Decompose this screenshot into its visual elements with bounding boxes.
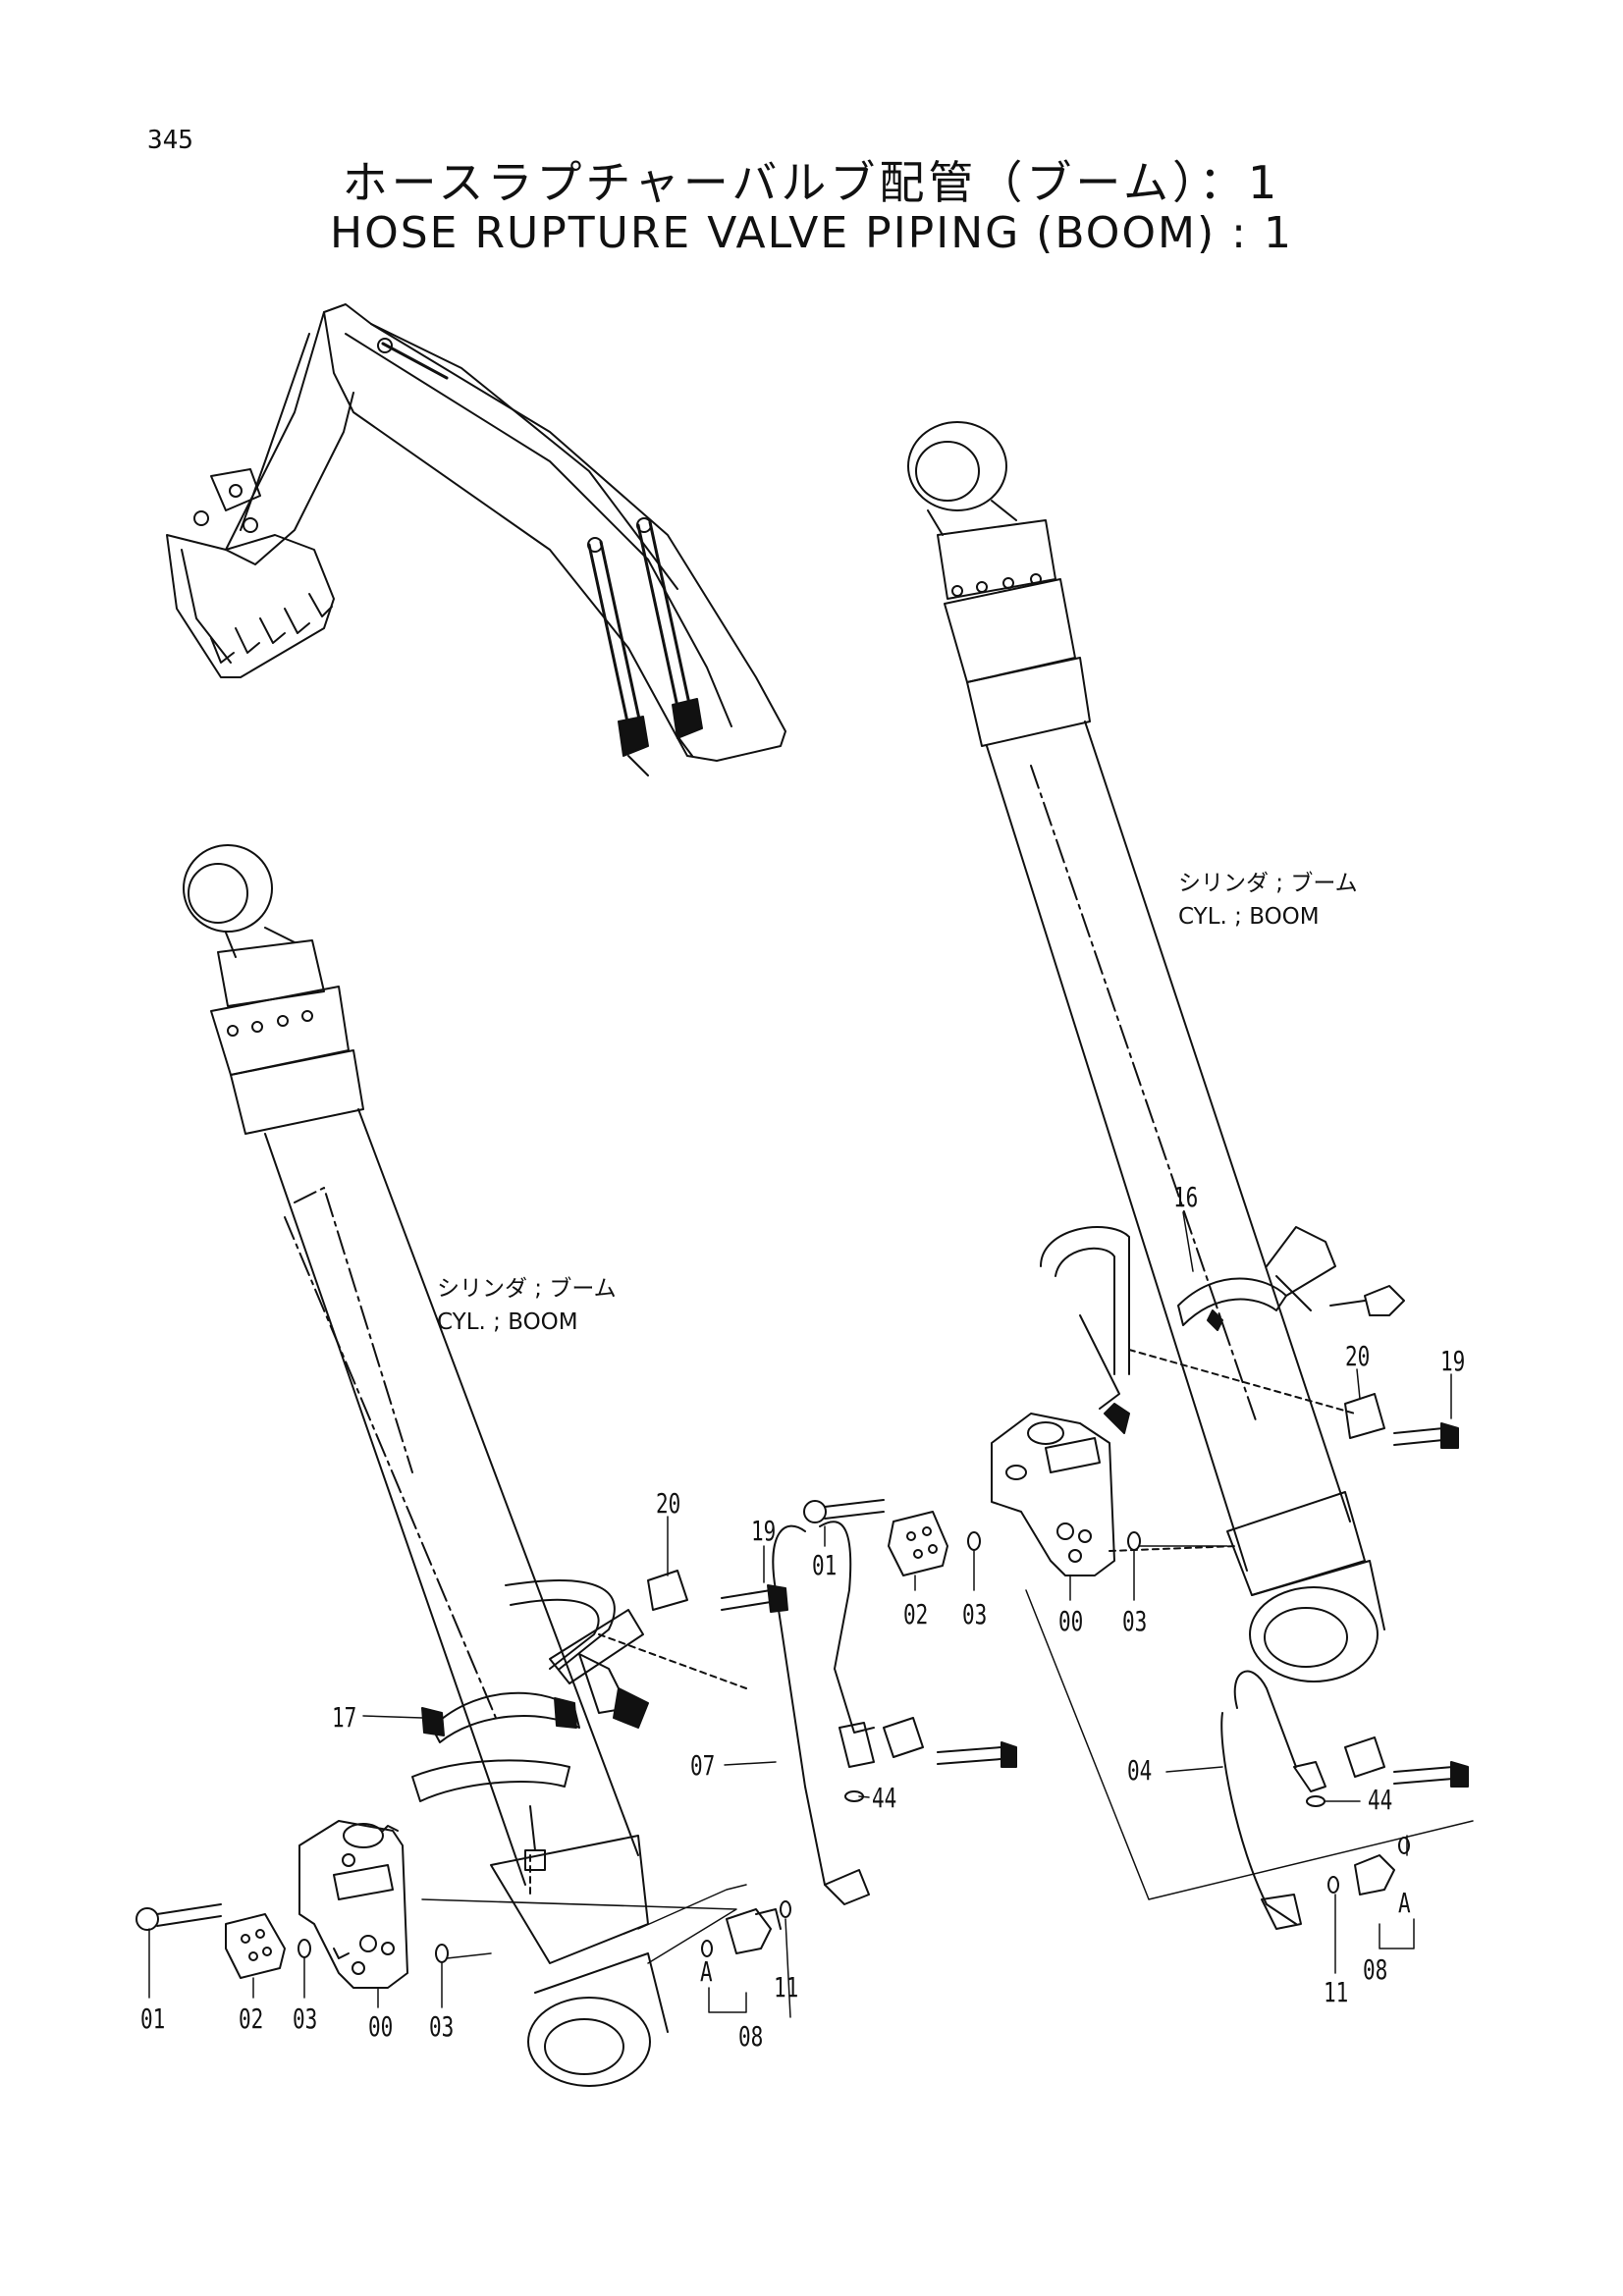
part-number-20-left: 20: [656, 1487, 681, 1520]
part-number-08-left: 08: [738, 2020, 764, 2053]
part-number-A-left: A: [700, 1955, 713, 1988]
part-number-03a-right: 03: [962, 1598, 988, 1630]
cylinder-label-left-en: CYL. ; BOOM: [437, 1309, 578, 1335]
part-number-00-right: 00: [1058, 1605, 1084, 1637]
part-number-00-left: 00: [368, 2010, 394, 2043]
part-number-03b-left: 03: [429, 2010, 455, 2043]
part-number-03a-left: 03: [293, 2002, 318, 2035]
part-number-08-right: 08: [1363, 1953, 1388, 1986]
page-number: 345: [147, 126, 193, 155]
part-number-11-right: 11: [1324, 1976, 1349, 2008]
part-number-A-right: A: [1398, 1887, 1411, 1919]
part-number-20-right: 20: [1345, 1340, 1371, 1372]
page-title-japanese: ホースラプチャーバルブ配管（ブーム）：1: [342, 156, 1281, 209]
part-number-01-left: 01: [140, 2002, 166, 2035]
reference-lines: [422, 1590, 1473, 2012]
cylinder-label-left-jp: シリンダ ; ブーム: [437, 1276, 617, 1302]
part-number-03b-right: 03: [1122, 1605, 1148, 1637]
part-number-02-left: 02: [239, 2002, 264, 2035]
page-title-english: HOSE RUPTURE VALVE PIPING (BOOM) : 1: [330, 208, 1293, 258]
part-number-44-right: 44: [1368, 1784, 1393, 1816]
excavator-overview-illustration: [167, 304, 785, 775]
leader-lines: [149, 1212, 1451, 2017]
left-assembly-parts: [136, 1522, 1016, 1988]
part-number-07-left: 07: [690, 1749, 716, 1782]
part-number-04-right: 04: [1127, 1754, 1153, 1787]
part-number-01-right: 01: [812, 1549, 838, 1581]
part-number-11-left: 11: [774, 1971, 799, 2003]
part-number-44-left: 44: [872, 1782, 897, 1814]
part-number-02-right: 02: [903, 1598, 929, 1630]
part-number-19-right: 19: [1440, 1345, 1466, 1377]
left-boom-cylinder: [184, 845, 668, 2086]
part-number-16-right: 16: [1173, 1181, 1199, 1213]
right-assembly-parts: [804, 1227, 1468, 1929]
cylinder-label-right-jp: シリンダ ; ブーム: [1178, 871, 1358, 896]
cylinder-label-right-en: CYL. ; BOOM: [1178, 904, 1320, 930]
part-number-17-left: 17: [332, 1701, 357, 1734]
right-boom-cylinder: [908, 422, 1384, 1682]
part-number-19-left: 19: [751, 1515, 777, 1547]
